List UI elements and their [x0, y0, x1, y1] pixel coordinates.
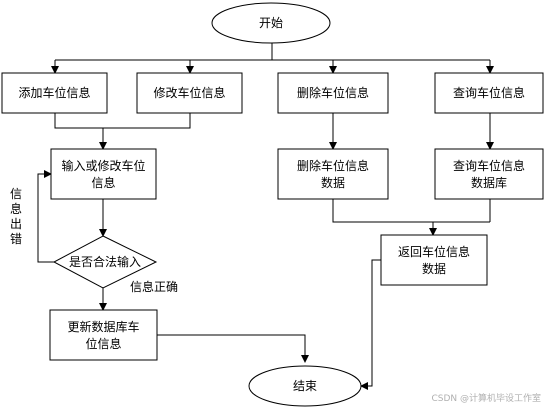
modify-label: 修改车位信息: [153, 85, 225, 100]
delete-data-label-line2: 数据: [321, 175, 345, 190]
update-label-line1: 更新数据库车: [67, 319, 139, 334]
input-label-line2: 信息: [91, 175, 115, 190]
modify-node: 修改车位信息: [136, 72, 243, 114]
delete-data-label-line1: 删除车位信息: [297, 158, 369, 173]
delete-data-node: 删除车位信息 数据: [277, 148, 389, 200]
return-data-label-line2: 数据: [422, 261, 446, 276]
update-label-line2: 位信息: [85, 336, 121, 351]
return-data-label-line1: 返回车位信息: [398, 244, 470, 259]
query-data-label-line2: 数据库: [471, 175, 507, 190]
end-node: 结束: [248, 365, 362, 407]
valid-decision-node: 是否合法输入: [52, 235, 158, 289]
error-label-char3: 出: [10, 217, 22, 231]
error-edge-label: 信 息 出 错: [10, 187, 22, 246]
add-label: 添加车位信息: [18, 85, 90, 100]
correct-edge-label: 信息正确: [130, 279, 178, 294]
update-node: 更新数据库车 位信息: [49, 309, 158, 361]
error-label-char1: 信: [10, 187, 22, 201]
query-data-node: 查询车位信息 数据库: [434, 148, 544, 200]
query-label: 查询车位信息: [453, 85, 525, 100]
valid-label: 是否合法输入: [69, 254, 141, 269]
input-label-line1: 输入或修改车位: [61, 158, 145, 173]
delete-label: 删除车位信息: [297, 85, 369, 100]
query-node: 查询车位信息: [434, 72, 544, 114]
end-label: 结束: [293, 379, 317, 393]
connectors: [37, 43, 494, 390]
error-label-char2: 息: [10, 201, 22, 216]
start-node: 开始: [211, 2, 331, 44]
delete-node: 删除车位信息: [277, 72, 389, 114]
return-data-node: 返回车位信息 数据: [380, 234, 488, 286]
query-data-label-line1: 查询车位信息: [453, 158, 525, 173]
input-node: 输入或修改车位 信息: [50, 148, 157, 200]
add-node: 添加车位信息: [1, 72, 108, 114]
start-label: 开始: [259, 16, 283, 30]
watermark: CSDN @计算机毕设工作室: [431, 392, 541, 404]
error-label-char4: 错: [10, 232, 22, 246]
